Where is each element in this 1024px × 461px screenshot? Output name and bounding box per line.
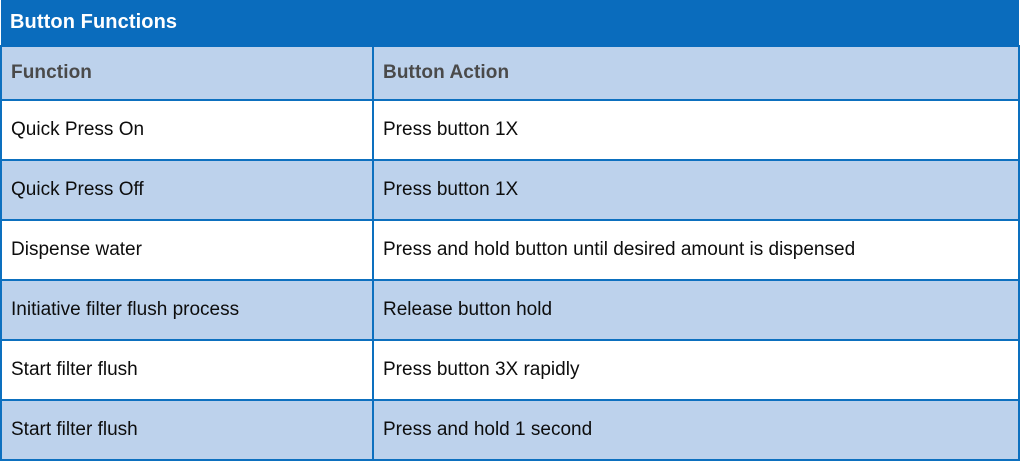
cell-button-action: Press and hold 1 second xyxy=(372,399,1020,461)
cell-button-action: Press button 1X xyxy=(372,159,1020,221)
table-title-row: Button Functions xyxy=(1,0,1019,47)
table-row: Quick Press On Press button 1X xyxy=(0,99,1020,161)
cell-function: Dispense water xyxy=(0,219,374,281)
cell-button-action: Press button 1X xyxy=(372,99,1020,161)
cell-button-action: Press button 3X rapidly xyxy=(372,339,1020,401)
cell-function: Quick Press Off xyxy=(0,159,374,221)
table-row: Initiative filter flush process Release … xyxy=(0,279,1020,341)
table-row: Quick Press Off Press button 1X xyxy=(0,159,1020,221)
cell-function: Initiative filter flush process xyxy=(0,279,374,341)
cell-button-action: Release button hold xyxy=(372,279,1020,341)
table-row: Dispense water Press and hold button unt… xyxy=(0,219,1020,281)
table-title: Button Functions xyxy=(1,0,1019,47)
table-row: Start filter flush Press button 3X rapid… xyxy=(0,339,1020,401)
column-header-button-action: Button Action xyxy=(372,45,1020,101)
cell-function: Start filter flush xyxy=(0,339,374,401)
cell-function: Start filter flush xyxy=(0,399,374,461)
cell-function: Quick Press On xyxy=(0,99,374,161)
column-header-function: Function xyxy=(0,45,374,101)
table-header-row: Function Button Action xyxy=(0,45,1020,101)
cell-button-action: Press and hold button until desired amou… xyxy=(372,219,1020,281)
table-row: Start filter flush Press and hold 1 seco… xyxy=(0,399,1020,461)
